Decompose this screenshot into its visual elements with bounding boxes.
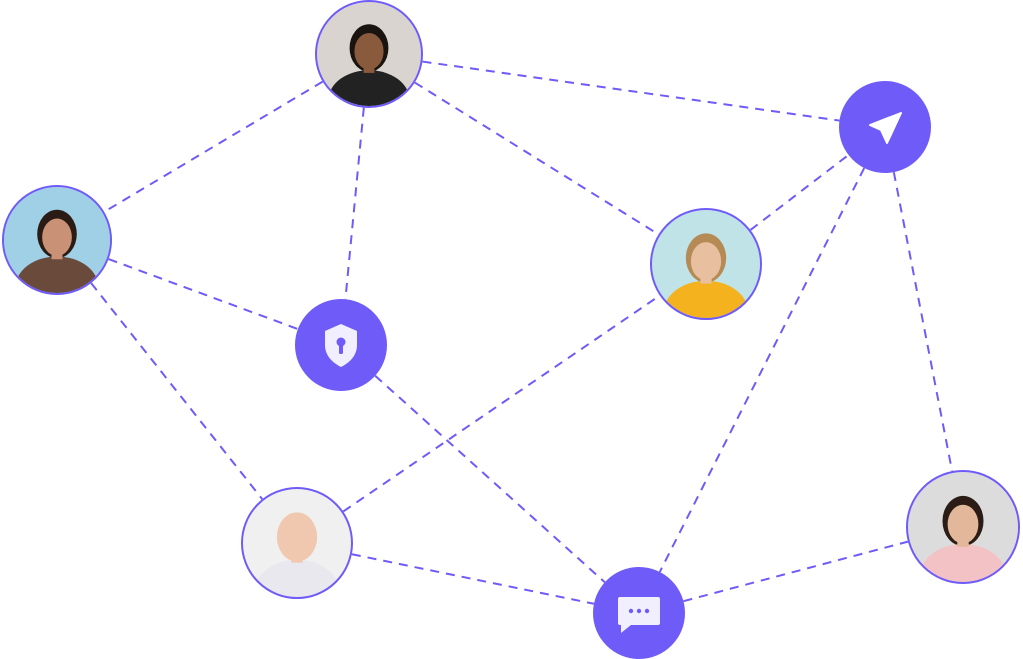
edge-person-top-send (422, 60, 840, 122)
edge-send-chat (658, 167, 866, 573)
edge-send-person-right (892, 171, 954, 472)
person-photo-icon (4, 187, 110, 293)
person-photo-icon (317, 2, 421, 106)
person-photo-icon (243, 489, 351, 597)
shield-node (295, 299, 387, 391)
edge-person-left-shield (108, 258, 299, 330)
edge-shield-chat (374, 375, 606, 583)
avatar-person-yellow (650, 208, 762, 320)
send-node (839, 81, 931, 173)
person-photo-icon (908, 472, 1018, 582)
edge-person-left-person-bald (90, 282, 264, 500)
send-icon (869, 112, 902, 144)
person-photo-icon (652, 210, 760, 318)
connection-lines (90, 60, 954, 605)
edge-person-top-person-left (103, 80, 324, 213)
edge-person-bald-chat (351, 553, 595, 605)
avatar-person-bald (241, 487, 353, 599)
chat-node (593, 567, 685, 659)
shield-lock-icon (325, 324, 357, 367)
avatar-person-top (315, 0, 423, 108)
avatar-person-left (2, 185, 112, 295)
edge-person-yellow-send (749, 154, 850, 231)
edge-person-bald-person-yellow (342, 294, 661, 513)
avatar-person-right (906, 470, 1020, 584)
edge-person-top-shield (344, 107, 365, 300)
chat-bubble-icon (618, 597, 660, 633)
edge-chat-person-right (683, 540, 909, 603)
edge-person-top-person-yellow (414, 81, 660, 236)
